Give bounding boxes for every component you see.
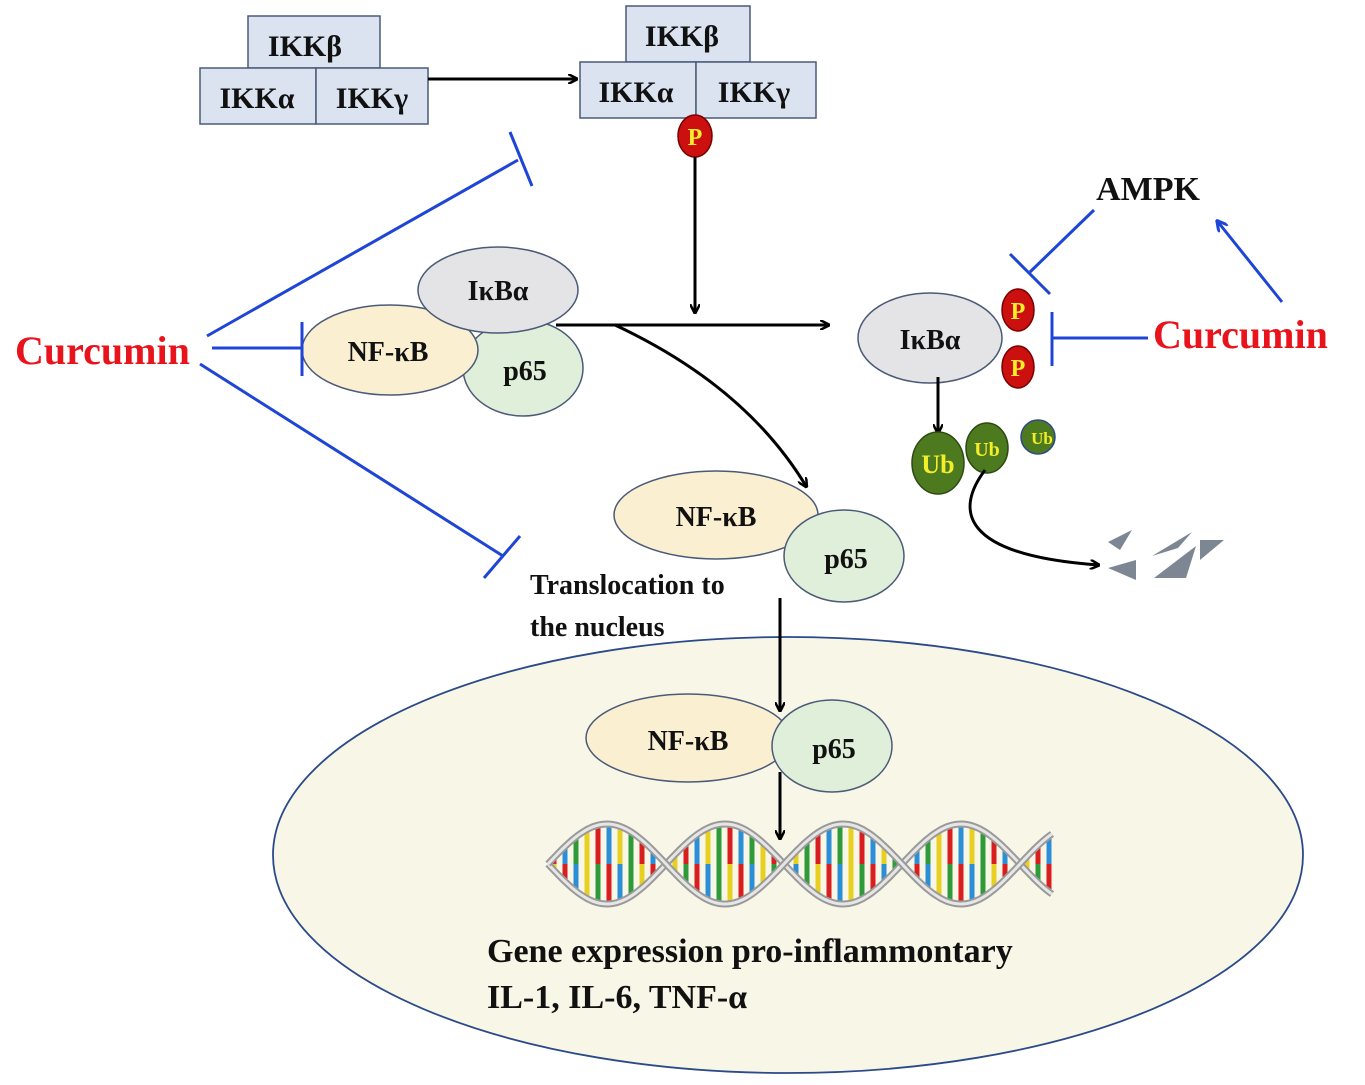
ampk-inhibition — [1008, 208, 1096, 296]
ikk-gamma-label: IKKγ — [718, 76, 790, 109]
dna-backbone — [546, 822, 1053, 906]
degradation-arrow — [968, 469, 1098, 565]
translocated-complex: NF-κB p65 — [613, 470, 905, 603]
phospho-marker — [1001, 288, 1035, 332]
p65-label: p65 — [503, 356, 547, 387]
phospho-label: P — [1011, 356, 1026, 382]
nfkb-label: NF-κB — [648, 726, 729, 757]
curcumin-activates-ampk-arrow — [1218, 222, 1284, 303]
ikba-label: IκBα — [468, 276, 529, 307]
ikk-gamma-label: IKKγ — [336, 82, 408, 115]
nuclear-complex: NF-κB p65 — [585, 693, 893, 793]
curcumin-right-inhibition — [1050, 312, 1148, 366]
ikk-complex-right: IKKβ IKKα IKKγ P — [579, 5, 817, 158]
nfkb-label: NF-κB — [348, 337, 429, 368]
p65-node — [783, 509, 905, 603]
curcumin-right-label: Curcumin — [1153, 312, 1328, 357]
translocation-caption-line2: the nucleus — [530, 612, 665, 643]
ikk-beta-label: IKKβ — [645, 20, 719, 53]
phospho-label: P — [688, 125, 703, 151]
ubiquitin-label: Ub — [921, 450, 954, 479]
translocation-curve-arrow — [614, 323, 806, 486]
degraded-fragments — [1108, 530, 1224, 580]
gene-expression-line1: Gene expression pro-inflammontary — [487, 933, 1013, 970]
ubiquitin-label: Ub — [974, 439, 1000, 461]
ubiquitin-chain: Ub Ub Ub — [911, 419, 1056, 495]
ikk-beta-label: IKKβ — [268, 30, 342, 63]
translocation-caption-line1: Translocation to — [530, 570, 725, 601]
curcumin-left-label: Curcumin — [15, 328, 190, 373]
ikba-phospho-complex: IκBα P P — [857, 288, 1035, 389]
dna-backbone — [546, 822, 1053, 906]
nfkb-label: NF-κB — [676, 502, 757, 533]
gene-expression-line2: IL-1, IL-6, TNF-α — [487, 979, 747, 1016]
ikba-phospho-node — [857, 292, 1003, 384]
ubiquitin-node — [965, 422, 1009, 474]
ubiquitin-node — [1020, 419, 1056, 455]
p65-label: p65 — [812, 734, 856, 765]
p65-label: p65 — [824, 544, 868, 575]
ikba-phospho-label: IκBα — [900, 325, 961, 356]
ubiquitin-node — [911, 431, 965, 495]
p65-node — [771, 699, 893, 793]
ubiquitin-label: Ub — [1031, 429, 1053, 448]
curcumin-left-inhibition — [199, 131, 534, 579]
ikk-alpha-label: IKKα — [219, 82, 294, 115]
phospho-marker — [1001, 345, 1035, 389]
cytoplasm-complex: IκBα NF-κB p65 — [301, 246, 584, 417]
ikba-node — [417, 246, 579, 334]
ampk-label: AMPK — [1096, 171, 1200, 208]
ikk-alpha-label: IKKα — [598, 76, 673, 109]
ikk-complex-left: IKKβ IKKα IKKγ — [199, 15, 429, 125]
dna-helix — [545, 820, 1055, 908]
phospho-label: P — [1011, 299, 1026, 325]
